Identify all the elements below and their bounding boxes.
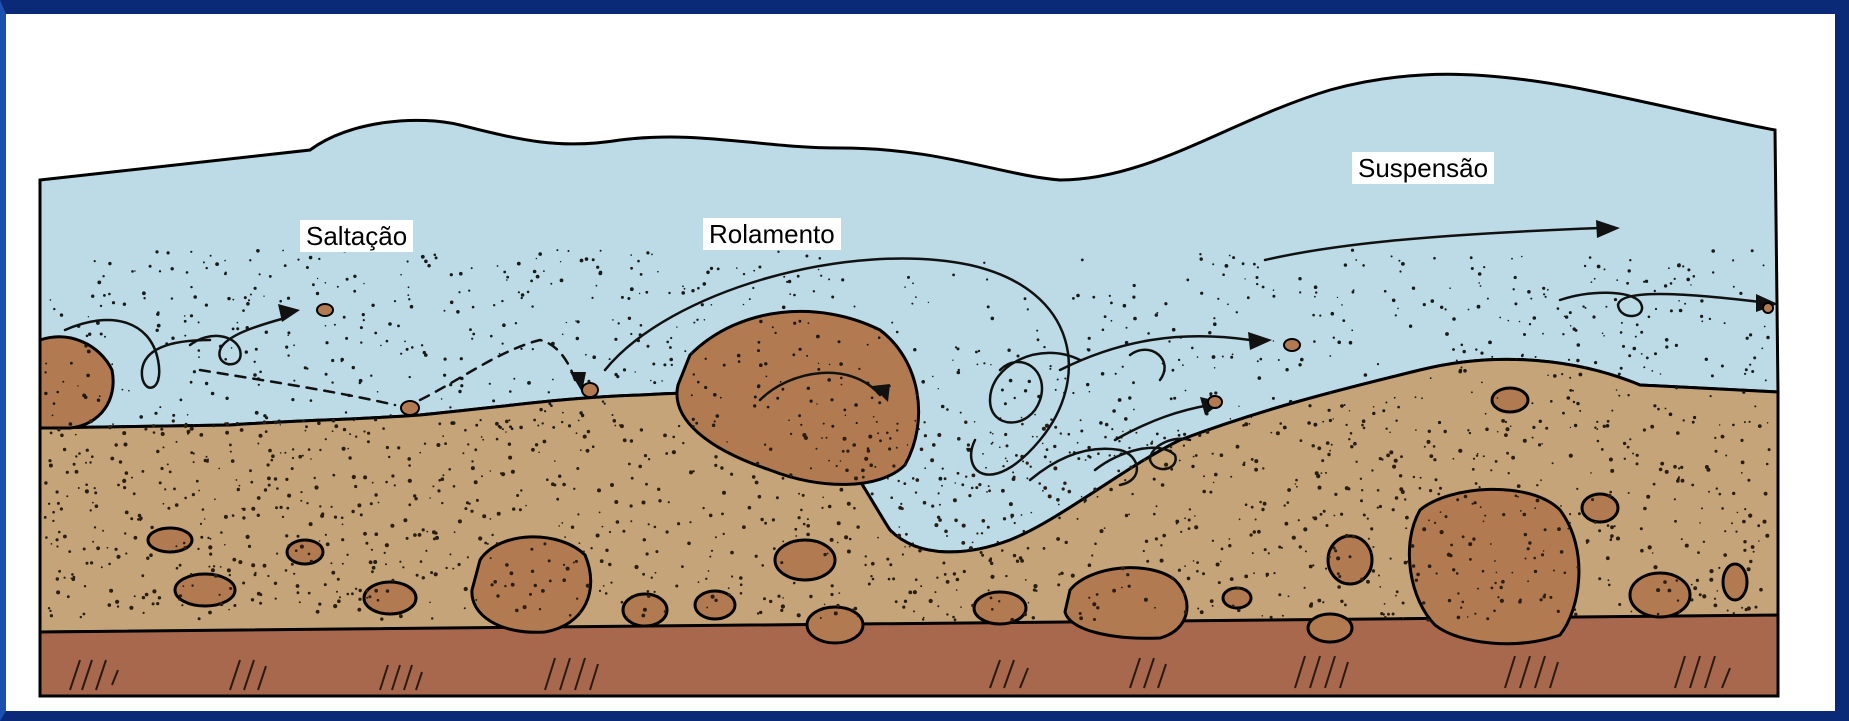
label-saltation: Saltação bbox=[300, 220, 413, 252]
particle bbox=[582, 383, 598, 397]
pebble bbox=[175, 574, 235, 606]
label-rolling: Rolamento bbox=[703, 218, 841, 250]
pebble bbox=[1723, 564, 1747, 600]
pebble bbox=[1630, 573, 1690, 617]
particle bbox=[1208, 396, 1222, 408]
particle bbox=[401, 401, 419, 415]
pebble bbox=[1582, 494, 1618, 522]
boulder-bottom-right-large bbox=[1409, 489, 1579, 643]
pebble bbox=[1223, 588, 1251, 608]
pebble bbox=[1328, 536, 1372, 584]
particle bbox=[1763, 303, 1773, 313]
pebble bbox=[1308, 614, 1352, 642]
pebble bbox=[974, 592, 1026, 624]
pebble bbox=[775, 540, 835, 580]
label-suspension: Suspensão bbox=[1352, 152, 1494, 184]
pebble bbox=[364, 582, 416, 614]
particle bbox=[317, 304, 333, 316]
boulder-bottom-1 bbox=[472, 537, 591, 632]
particle bbox=[1284, 339, 1300, 351]
boulder-bottom-2 bbox=[1065, 568, 1187, 639]
pebble bbox=[1492, 388, 1528, 412]
pebble bbox=[287, 540, 323, 564]
